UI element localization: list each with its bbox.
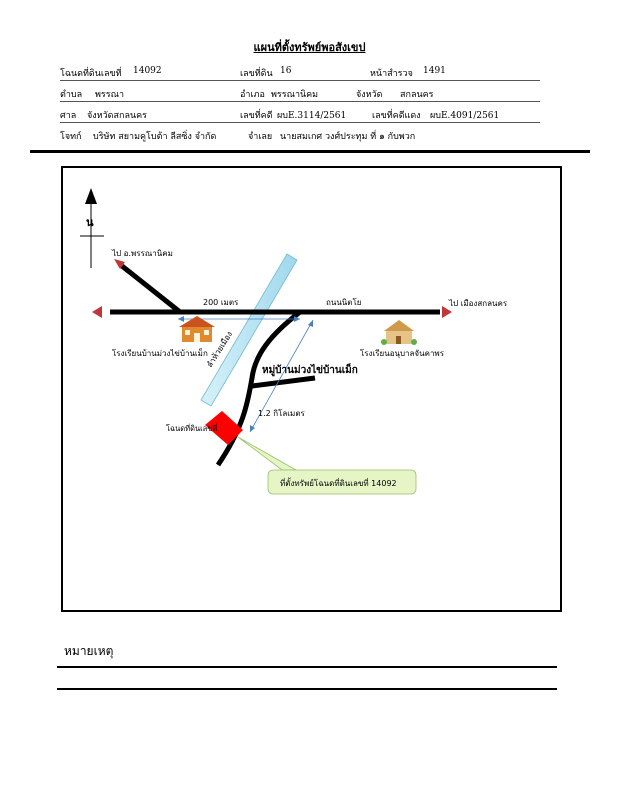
defendant-label: จำเลย	[248, 132, 273, 142]
deed-label: โฉนดที่ดินเลขที่	[60, 69, 122, 79]
arrow-upleft-icon	[114, 259, 125, 269]
deed-plot-label: โฉนดที่ดินเลขที่	[166, 423, 217, 433]
to-phanna-nikhom-label: ไป อ.พรรณานิคม	[111, 249, 173, 258]
land-no: 16	[280, 66, 292, 76]
document-title: แผนที่ตั้งทรัพย์พอสังเขป	[253, 41, 366, 54]
school-right-label: โรงเรียนอนุบาลจันคาพร	[360, 348, 445, 358]
subdistrict-label: ตำบล	[60, 90, 83, 100]
notes-line-1	[57, 666, 557, 668]
north-label: น	[86, 216, 94, 229]
province-label: จังหวัด	[356, 90, 383, 100]
district: พรรณานิคม	[271, 90, 319, 100]
defendant: นายสมเกศ วงศ์ประทุม ที่ ๑ กับพวก	[280, 132, 416, 142]
village-road-spur	[251, 375, 316, 389]
court-label: ศาล	[60, 111, 77, 121]
school-left-label: โรงเรียนบ้านม่วงไข่บ้านเม็ก	[112, 348, 208, 358]
row-deed-info: โฉนดที่ดินเลขที่ 14092 เลขที่ดิน 16 หน้า…	[60, 66, 540, 81]
canal	[200, 253, 298, 407]
notes-line-2	[57, 688, 557, 690]
deed-number: 14092	[133, 66, 162, 76]
village-label: หมู่บ้านม่วงไข่บ้านเม็ก	[262, 362, 358, 377]
district-label: อำเภอ	[240, 90, 265, 100]
property-plot	[205, 411, 243, 445]
case-black: ผบE.3114/2561	[277, 111, 347, 121]
distance-200m-label: 200 เมตร	[203, 298, 239, 307]
map-frame	[61, 166, 562, 612]
case-red: ผบE.4091/2561	[430, 111, 500, 121]
to-sakon-nakhon-label: ไป เมืองสกลนคร	[448, 299, 508, 308]
survey-page: 1491	[423, 66, 446, 76]
notes-title: หมายเหตุ	[64, 644, 114, 658]
case-black-label: เลขที่คดี	[240, 111, 273, 121]
distance-1-2km-arrow	[249, 319, 314, 433]
subdistrict: พรรณา	[95, 90, 125, 100]
plaintiff: บริษัท สยามคูโบต้า ลีสซิ่ง จำกัด	[93, 132, 217, 142]
header-separator	[30, 150, 590, 153]
school-right-icon	[381, 320, 417, 345]
arrow-right-icon	[442, 306, 452, 318]
callout-box	[267, 469, 417, 495]
branch-road	[120, 264, 182, 314]
callout-pointer	[237, 436, 298, 471]
province: สกลนคร	[400, 90, 434, 100]
court: จังหวัดสกลนคร	[87, 111, 147, 121]
callout-text: ที่ตั้งทรัพย์โฉนดที่ดินเลขที่ 14092	[280, 477, 397, 488]
survey-page-label: หน้าสำรวจ	[370, 69, 413, 79]
distance-1-2km-label: 1.2 กิโลเมตร	[258, 408, 306, 418]
row-location: ตำบล พรรณา อำเภอ พรรณานิคม จังหวัด สกลนค…	[60, 87, 540, 102]
row-court: ศาล จังหวัดสกลนคร เลขที่คดี ผบE.3114/256…	[60, 108, 540, 123]
north-arrow-icon	[80, 188, 104, 268]
row-parties: โจทก์ บริษัท สยามคูโบต้า ลีสซิ่ง จำกัด จ…	[60, 129, 540, 143]
case-red-label: เลขที่คดีแดง	[372, 111, 421, 121]
land-no-label: เลขที่ดิน	[240, 69, 273, 79]
school-left-icon	[179, 316, 215, 342]
road-name-label: ถนนนิตโย	[326, 297, 361, 307]
plaintiff-label: โจทก์	[60, 132, 82, 142]
arrow-left-icon	[92, 306, 102, 318]
